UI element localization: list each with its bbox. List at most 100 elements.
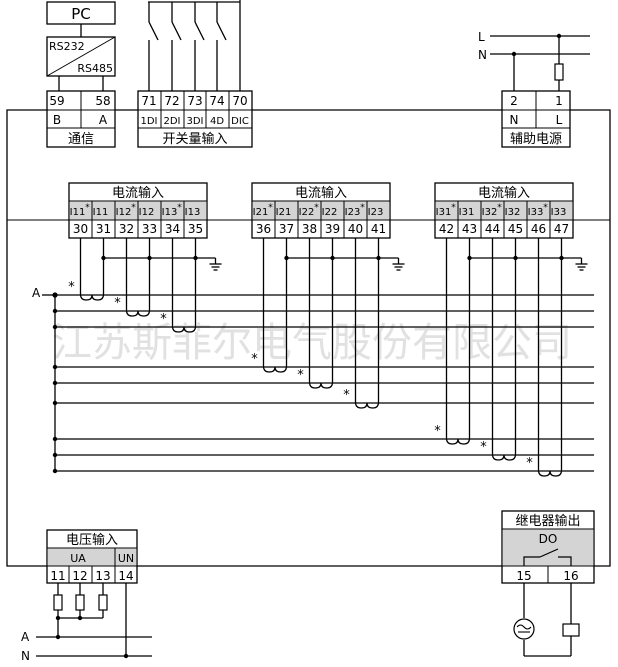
current-group-title: 电流输入 [112,185,164,201]
current-terminal-label: I33 [551,207,567,218]
junction-dot [52,468,58,474]
current-polarity-star: * [314,203,319,213]
current-polarity-star: * [85,203,90,213]
current-terminal-label: I22 [322,207,338,218]
current-terminal-num: 33 [142,222,157,236]
bus-a-label: A [32,286,41,300]
aux-terminal-num: 2 [510,94,518,108]
ct-polarity-star: * [343,388,350,403]
junction-dot [52,364,58,370]
switch-contact-icon [216,21,227,41]
current-polarity-star: * [451,203,456,213]
pc-label: PC [71,5,91,23]
ac-source-icon [513,618,535,640]
bus-lines [42,292,594,474]
relay-output-block: 继电器输出 DO 15 16 [501,510,595,657]
voltage-line-a-label: A [21,630,30,644]
current-terminal-num: 31 [96,222,111,236]
current-terminal-label: I11 [70,207,86,218]
current-terminal-label: I21 [253,207,269,218]
ct-polarity-star: * [480,440,487,455]
current-terminal-label: I11 [93,207,109,218]
aux-terminal-num: 1 [555,94,563,108]
ct-wiring: *** [68,238,222,333]
voltage-terminal-num: 14 [118,569,133,583]
comm-terminal-num: 58 [95,94,110,108]
switch-terminal-label: 1DI [140,116,157,127]
switch-terminal-label: DIC [231,116,249,127]
current-terminal-label: I32 [505,207,521,218]
comm-terminal-num: 59 [49,94,64,108]
switch-terminal-num: 73 [187,94,202,108]
junction-dot [52,400,58,406]
relay-load-icon [562,623,580,637]
current-polarity-star: * [268,203,273,213]
current-terminal-label: I12 [116,207,132,218]
current-polarity-star: * [177,203,182,213]
current-terminal-num: 41 [371,222,386,236]
phase-bus-wiring: ********* [42,238,594,477]
relay-terminal-num: 16 [563,569,578,583]
voltage-ua-label: UA [70,552,86,565]
current-polarity-star: * [360,203,365,213]
comm-terminal-block: 59 58 B A 通信 [46,90,116,148]
ct-polarity-star: * [297,368,304,383]
current-group-title: 电流输入 [295,185,347,201]
current-terminal-label: I23 [345,207,361,218]
fuse-icon [75,594,85,611]
ct-polarity-star: * [68,280,75,295]
voltage-line-n-label: N [21,649,30,663]
converter-rs232: RS232 [49,40,85,53]
current-terminal-label: I32 [482,207,498,218]
switch-contact-icon [171,21,182,41]
voltage-title: 电压输入 [66,532,118,548]
junction-dot [52,436,58,442]
current-group-title: 电流输入 [478,185,530,201]
switch-contact-icon [194,21,205,41]
ct-wiring: *** [434,238,588,477]
ct-polarity-star: * [526,456,533,471]
current-terminal-label: I22 [299,207,315,218]
switch-terminal-num: 70 [232,94,247,108]
ct-polarity-star: * [114,296,121,311]
current-terminal-num: 43 [462,222,477,236]
current-terminal-label: I13 [162,207,178,218]
aux-line-n-label: N [478,48,487,62]
current-terminal-num: 30 [73,222,88,236]
aux-title: 辅助电源 [510,132,562,147]
switch-block-frame [137,90,253,148]
current-terminal-label: I33 [528,207,544,218]
switch-terminal-label: 4D [210,116,224,127]
current-terminal-num: 35 [188,222,203,236]
current-terminal-label: I23 [368,207,384,218]
relay-contact-icon [523,548,572,566]
current-terminal-num: 34 [165,222,180,236]
relay-title: 继电器输出 [515,513,580,529]
comm-title: 通信 [68,132,94,147]
current-terminal-num: 47 [554,222,569,236]
comm-terminal-label: B [53,113,61,127]
device-frame-right [570,109,611,567]
junction-dot [52,324,58,330]
aux-terminal-label: L [556,113,563,127]
current-terminal-num: 46 [531,222,546,236]
relay-do-label: DO [539,532,558,546]
current-terminal-label: I12 [139,207,155,218]
current-terminal-num: 39 [325,222,340,236]
fuse-icon [53,594,63,611]
watermark: 江苏斯菲尔电气股份有限公司 [52,320,572,366]
junction-dot [52,308,58,314]
aux-line-l-label: L [478,30,485,44]
comm-terminal-label: A [99,113,108,127]
pc-group: PC RS232 RS485 [46,1,116,91]
current-polarity-star: * [497,203,502,213]
converter-diagonal [46,36,116,77]
current-polarity-star: * [543,203,548,213]
voltage-input-block: 电压输入 UA UN 11 12 13 14 A N [21,529,152,663]
